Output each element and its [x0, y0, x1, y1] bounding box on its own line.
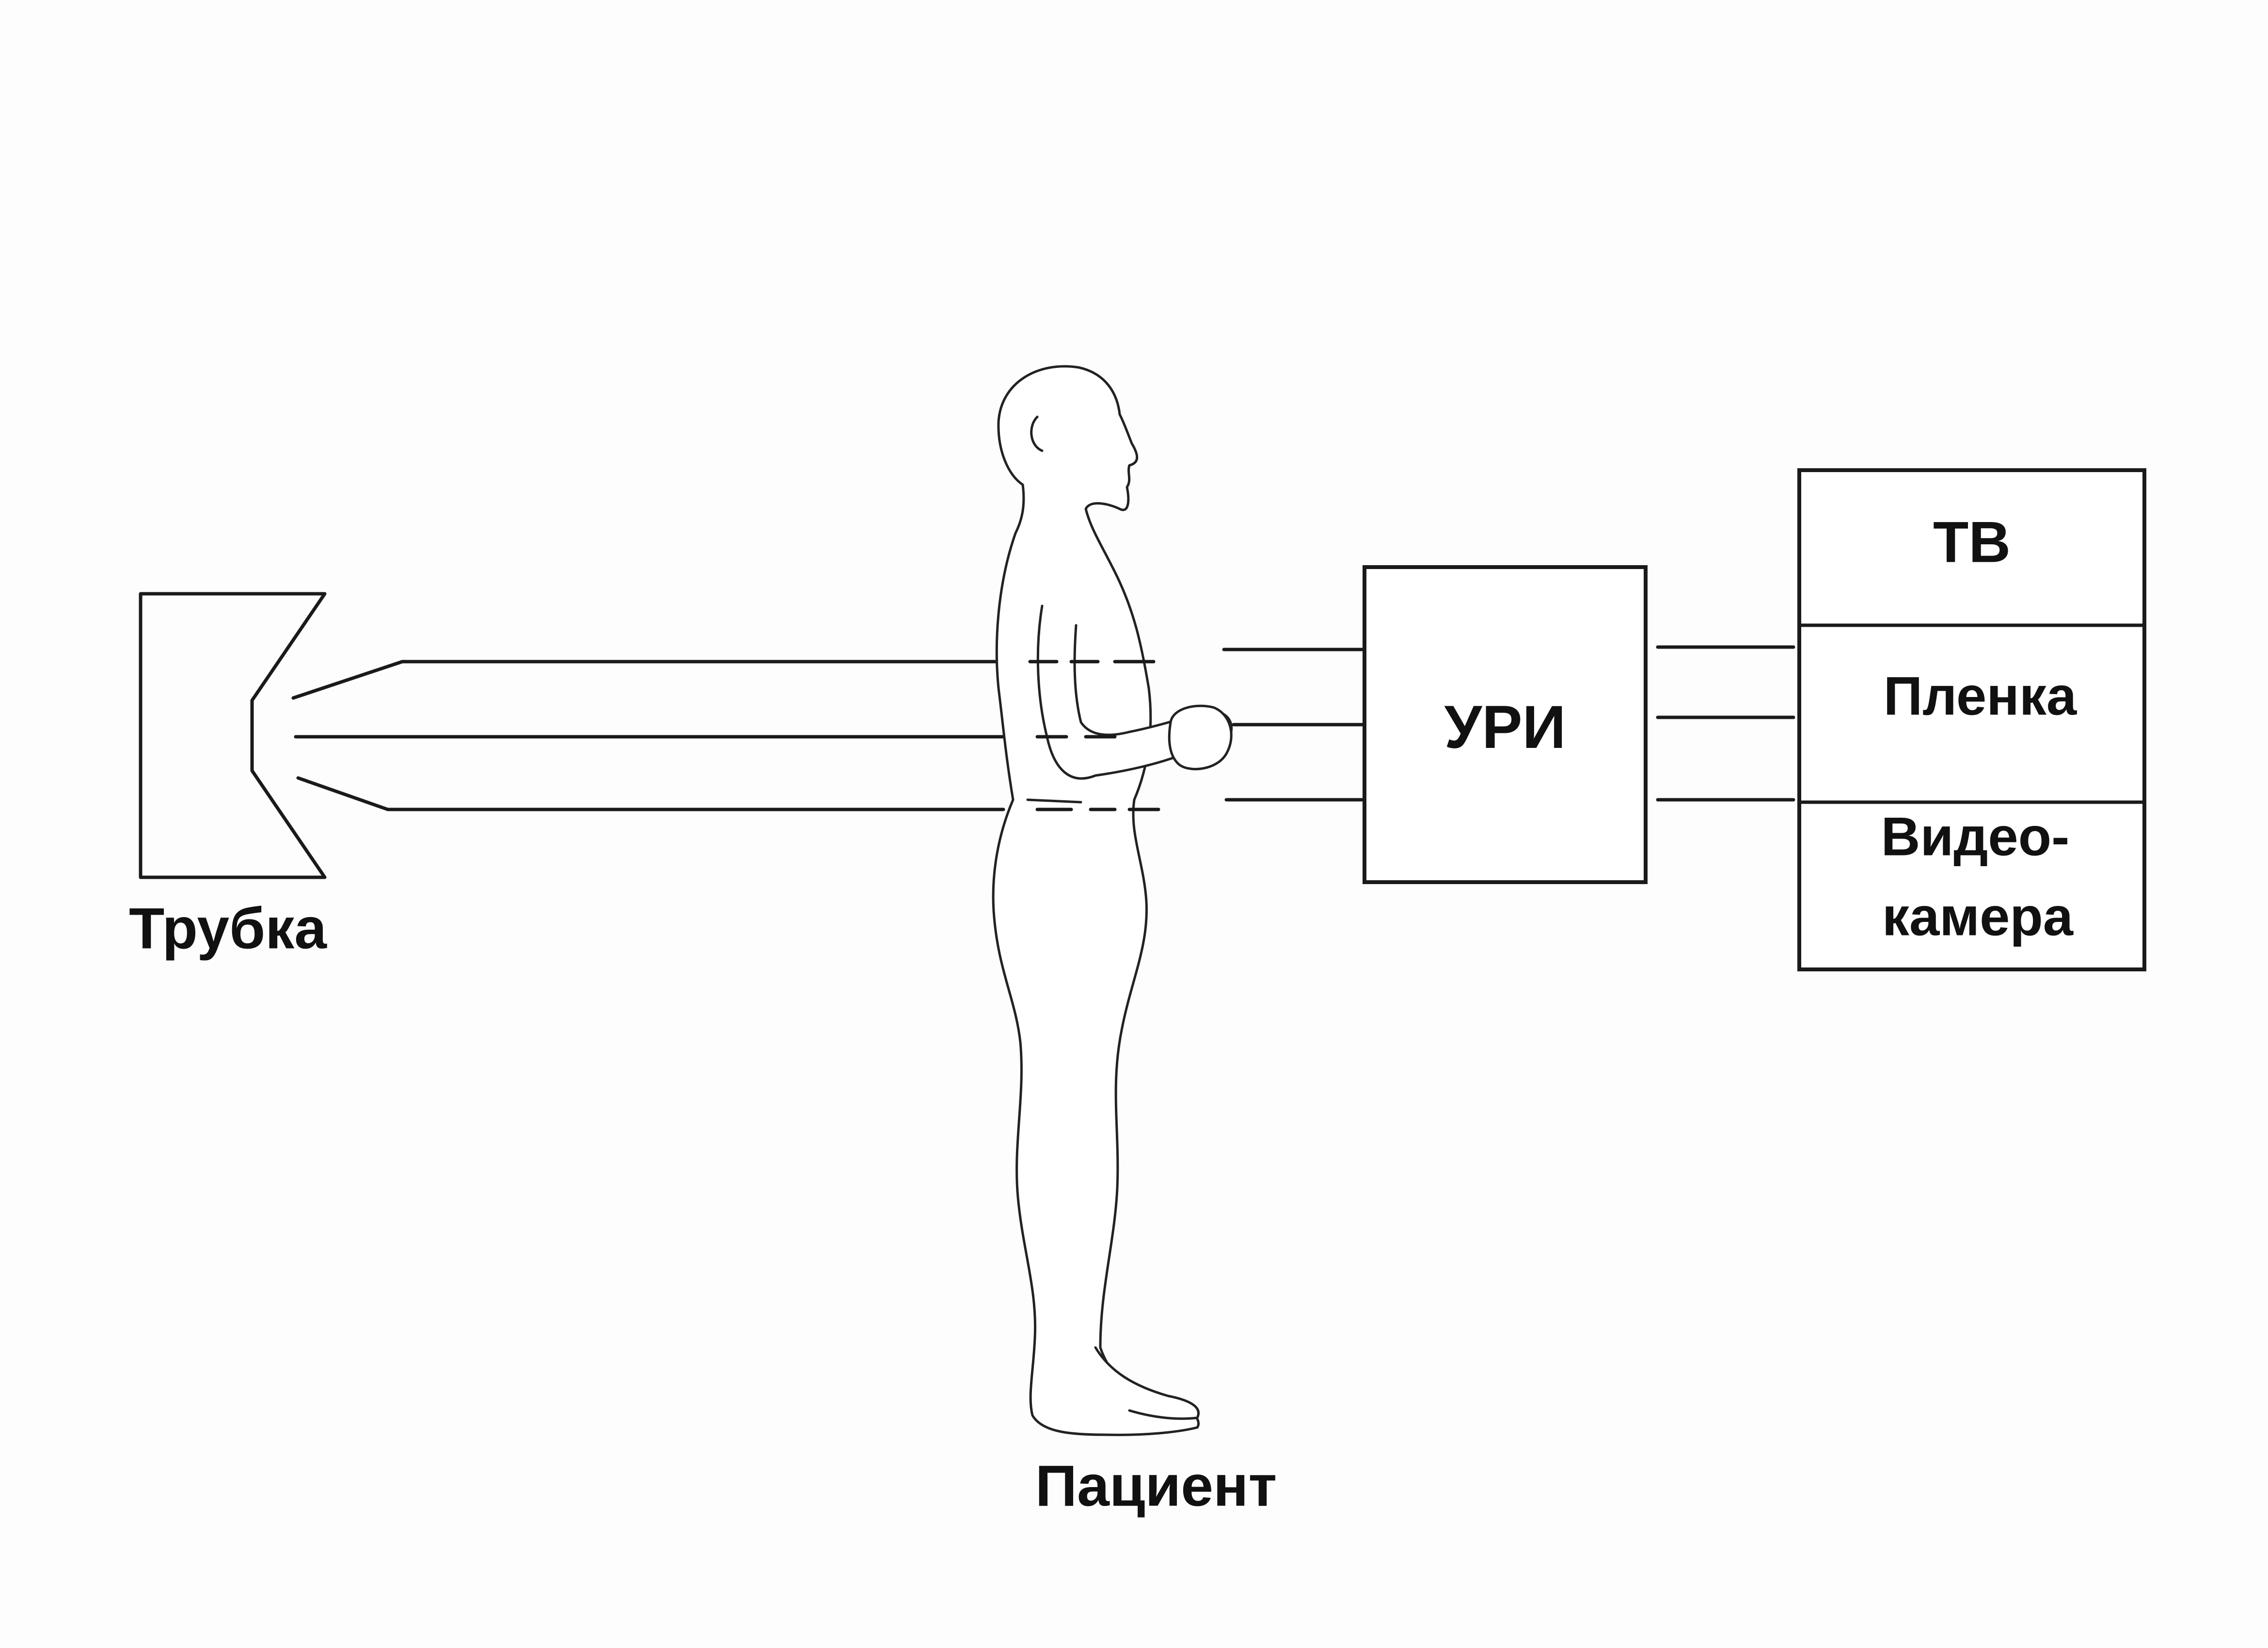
patient-label: Пациент	[1035, 1454, 1277, 1519]
patient-figure	[992, 365, 1233, 1436]
beam-lower	[296, 776, 390, 811]
film-label: Пленка	[1884, 666, 2077, 727]
beam-through-patient	[1028, 660, 1160, 811]
tube-label: Трубка	[129, 896, 327, 961]
uri-block: УРИ	[1363, 565, 1648, 884]
uri-to-output-lines	[1656, 645, 1795, 802]
xray-beam	[291, 660, 1005, 811]
tv-label: ТВ	[1933, 510, 2011, 575]
video-camera-label-line2: камера	[1882, 887, 2074, 947]
xray-tube	[139, 592, 327, 879]
video-camera-label-line1: Видео-	[1881, 807, 2070, 867]
beam-upper	[291, 660, 404, 700]
output-block: ТВ Пленка Видео- камера	[1797, 468, 2146, 971]
beam-to-uri	[1222, 648, 1364, 802]
uri-label: УРИ	[1444, 694, 1566, 761]
